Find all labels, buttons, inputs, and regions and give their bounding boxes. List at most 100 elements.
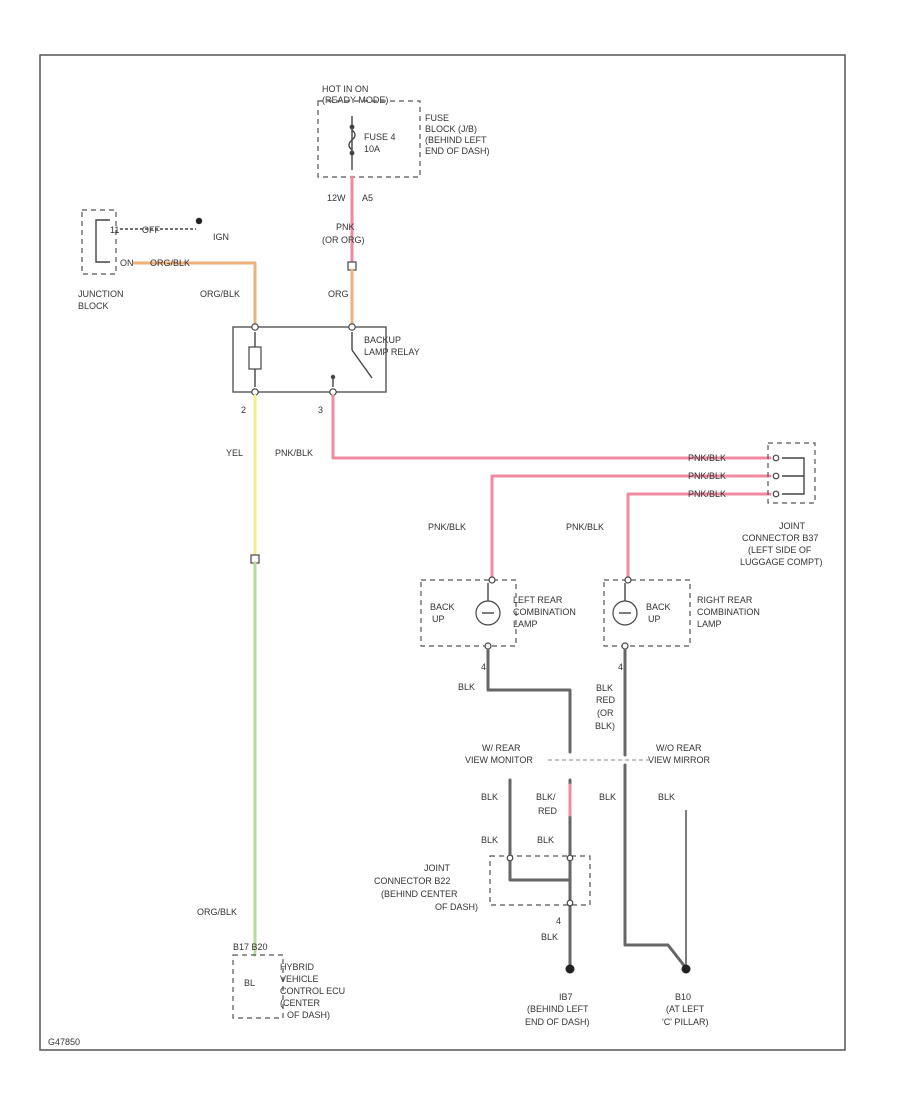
on-label: ON: [120, 258, 134, 268]
blk-c-label: BLK: [481, 835, 498, 845]
yel-label: YEL: [226, 448, 243, 458]
blk-right-label-3: (OR: [597, 708, 614, 718]
diagram-code: G47850: [48, 1037, 80, 1047]
junction-switch: [95, 219, 110, 263]
relay-pin-2-label: 2: [241, 405, 246, 415]
joint-b37-pin-2: [772, 472, 780, 480]
fuse-block-box: [317, 100, 421, 178]
left-lamp-label-3: LAMP: [513, 619, 538, 629]
fuse-block-label-2: BLOCK (J/B): [425, 124, 477, 134]
pnk-blk-r2-label: PNK/BLK: [688, 471, 726, 481]
joint-b37-label-4: LUGGAGE COMPT): [740, 557, 823, 567]
ground-ib7-label-2: (BEHIND LEFT: [527, 1004, 589, 1014]
ecu-label-2: VEHICLE: [280, 974, 319, 984]
right-lamp-label-3: LAMP: [697, 619, 722, 629]
junction-label-1: JUNCTION: [78, 289, 124, 299]
wire-black-mirror: [623, 763, 688, 970]
org-blk-bottom-label: ORG/BLK: [197, 907, 237, 917]
wire-pink-right-lamp: [626, 492, 772, 580]
right-lamp-pin-label: 4: [618, 662, 623, 672]
wire-black-monitor-a: [508, 778, 572, 882]
wire-pink-relay-joint: [331, 394, 772, 460]
blk-e-label: BLK: [599, 792, 616, 802]
joint-b37-label-2: CONNECTOR B37: [742, 533, 818, 543]
ground-b10-label-3: 'C' PILLAR): [662, 1017, 708, 1027]
org-label: ORG: [328, 289, 349, 299]
right-lamp-pin-top: [624, 576, 632, 584]
ready-mode-label: (READY MODE): [322, 95, 388, 105]
fuse-dot-bottom: [349, 150, 355, 156]
connector-a5-label: A5: [362, 193, 373, 203]
pnk-wire-label: PNK: [336, 222, 355, 232]
wire-black-left-lamp: [486, 648, 572, 754]
blk-right-label-4: BLK): [595, 721, 615, 731]
ground-b10-label-1: B10: [675, 992, 691, 1002]
joint-b22-pin-2: [566, 854, 574, 862]
connector-12w-label: 12W: [327, 193, 346, 203]
junction-block-box: [81, 209, 117, 275]
hot-in-on-label: HOT IN ON: [322, 84, 368, 94]
pin-4-label: 4: [556, 916, 561, 926]
left-back-label: BACK: [430, 602, 455, 612]
joint-b22-label-3: (BEHIND CENTER: [381, 889, 458, 899]
fuse-amp-label: 10A: [364, 144, 380, 154]
backup-lamp-relay-box: [232, 326, 387, 393]
blk-right-label-1: BLK: [596, 683, 613, 693]
pnk-blk-r1-label: PNK/BLK: [688, 453, 726, 463]
fuse-label: FUSE 4: [364, 132, 396, 142]
fuse-symbol: [348, 129, 356, 151]
monitor-label-1: W/ REAR: [482, 743, 521, 753]
right-up-label: UP: [648, 614, 661, 624]
ign-terminal: [195, 217, 203, 225]
joint-b37-pin-3: [772, 490, 780, 498]
blk-b2-label: RED: [538, 806, 558, 816]
off-label: OFF: [142, 225, 160, 235]
relay-pin-top-right: [348, 323, 356, 331]
pnk-blk-main-label: PNK/BLK: [275, 448, 313, 458]
relay-pin-3-label: 3: [318, 405, 323, 415]
pnk-blk-right-label: PNK/BLK: [566, 522, 604, 532]
left-lamp-label-2: COMBINATION: [513, 607, 576, 617]
right-lamp-pin-bottom: [621, 642, 629, 650]
right-lamp-label-2: COMBINATION: [697, 607, 760, 617]
diagram-frame: [39, 54, 846, 1051]
mirror-label-1: W/O REAR: [656, 743, 702, 753]
mirror-label-2: VIEW MIRROR: [648, 755, 710, 765]
left-lamp-pin-label: 4: [481, 662, 486, 672]
blk-a-label: BLK: [481, 792, 498, 802]
left-lamp-pin-bottom: [484, 642, 492, 650]
joint-b37-label-3: (LEFT SIDE OF: [748, 545, 812, 555]
blk-right-label-2: RED: [596, 695, 616, 705]
or-org-label: (OR ORG): [322, 235, 365, 245]
org-blk-top-label: ORG/BLK: [150, 258, 190, 268]
joint-b22-label-2: CONNECTOR B22: [374, 876, 450, 886]
fuse-dot-top: [349, 124, 355, 130]
joint-b37-pin-1: [772, 454, 780, 462]
ecu-pin-label: BL: [244, 978, 255, 988]
joint-connector-b37-box: [767, 442, 816, 504]
ground-b10-icon: [681, 964, 691, 974]
wire-pink-left-lamp: [490, 474, 772, 580]
joint-b22-pin-1: [506, 854, 514, 862]
joint-connector-b37-bus: [782, 457, 805, 495]
relay-pin-bottom-right: [329, 388, 337, 396]
blk-b1-label: BLK/: [536, 792, 556, 802]
right-lamp-label-1: RIGHT REAR: [697, 595, 753, 605]
ground-ib7-label-1: IB7: [559, 992, 573, 1002]
ground-ib7-icon: [565, 964, 575, 974]
relay-pin-bottom-left: [251, 388, 259, 396]
left-up-label: UP: [432, 614, 445, 624]
joint-b22-pin-3: [566, 899, 574, 907]
ecu-connector-label: B17 B20: [233, 942, 268, 952]
relay-contact-b: [351, 349, 373, 379]
ground-ib7-label-3: END OF DASH): [525, 1017, 590, 1027]
ecu-label-5: OF DASH): [287, 1010, 330, 1020]
right-back-label: BACK: [646, 602, 671, 612]
joint-b37-label-1: JOINT: [779, 521, 806, 531]
ecu-label-4: (CENTER: [280, 998, 320, 1008]
ign-label: IGN: [213, 232, 229, 242]
blk-left-label: BLK: [458, 682, 475, 692]
pnk-blk-left-label: PNK/BLK: [428, 522, 466, 532]
relay-pin-top-left: [251, 323, 259, 331]
